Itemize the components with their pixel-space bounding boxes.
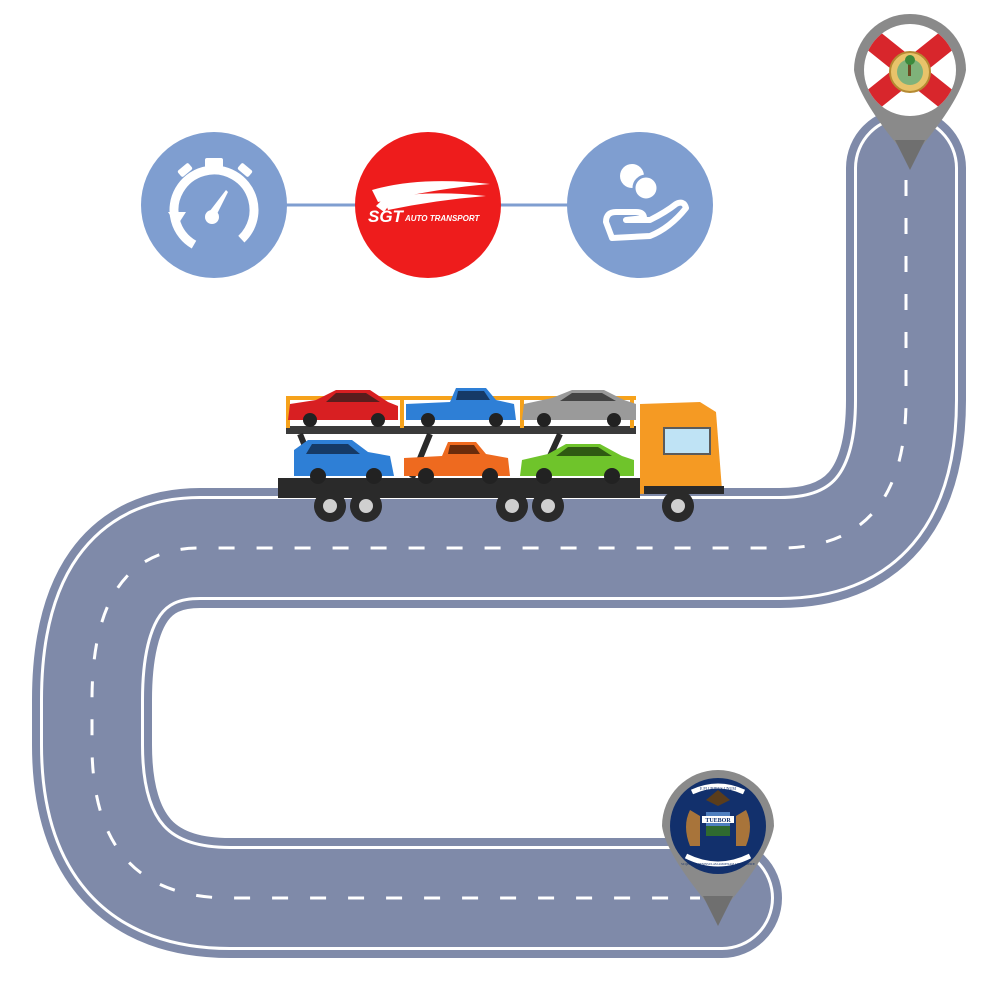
car-carrier-truck: [278, 388, 724, 522]
winding-road: [32, 108, 966, 958]
origin-map-pin: [853, 13, 966, 170]
seal-banner-top: E PLURIBUS UNUM: [700, 786, 736, 791]
brand-logo: SGT AUTO TRANSPORT: [355, 132, 501, 278]
seal-motto: TUEBOR: [705, 818, 731, 824]
car-silver: [522, 390, 636, 427]
car-blue-pickup: [406, 388, 516, 427]
road-center-dashes: [90, 180, 908, 900]
brand-mark: SGT: [368, 207, 405, 226]
truck-cab: [640, 402, 724, 494]
car-red: [288, 390, 398, 427]
brand-tagline: AUTO TRANSPORT: [404, 214, 480, 223]
stopwatch-icon: [141, 132, 287, 278]
car-orange-pickup: [404, 442, 510, 484]
hand-coins-icon: [567, 132, 713, 278]
destination-map-pin: TUEBOR E PLURIBUS UNUM SI QUAERIS PENINS…: [662, 770, 774, 926]
seal-banner-bottom: SI QUAERIS PENINSULAM AMOENAM CIRCUMSPIC…: [681, 862, 755, 866]
car-green: [520, 444, 634, 484]
florida-flag-icon: [864, 24, 956, 116]
michigan-seal-icon: TUEBOR E PLURIBUS UNUM SI QUAERIS PENINS…: [670, 778, 766, 874]
car-blue-suv: [294, 440, 394, 484]
